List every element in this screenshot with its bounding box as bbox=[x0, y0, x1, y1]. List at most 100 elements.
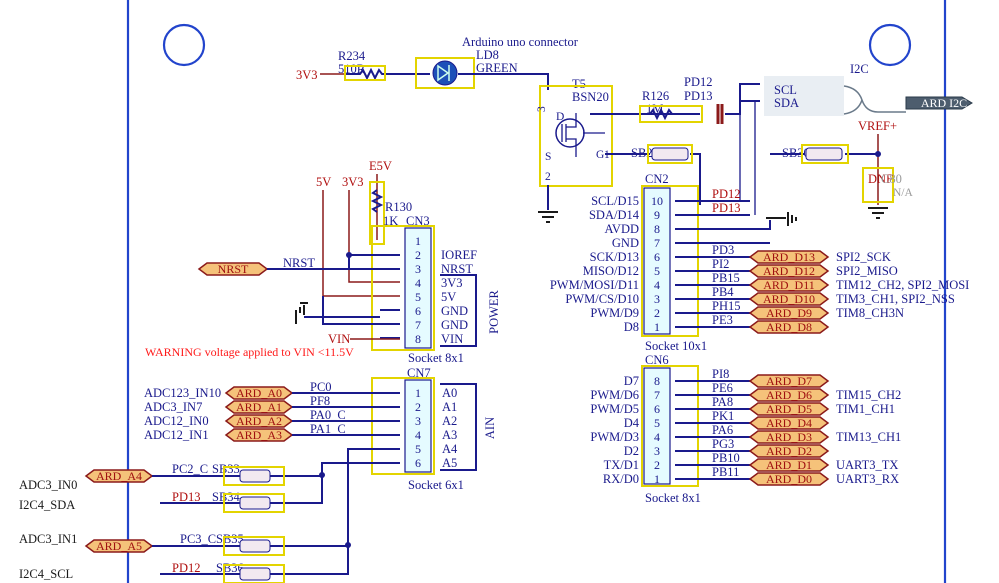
cn3-bracket bbox=[440, 274, 477, 347]
ard-d7-label: ARD_D7 bbox=[766, 374, 812, 388]
cn2-pin-1: 1 bbox=[654, 320, 660, 334]
cn2-pin-6: 6 bbox=[654, 250, 660, 264]
func-tim3-nss: TIM3_CH1, SPI2_NSS bbox=[836, 292, 955, 306]
cn2-ref: CN2 bbox=[645, 172, 669, 186]
mosfet-symbol bbox=[561, 113, 605, 157]
cn2-pin-4: 4 bbox=[654, 278, 660, 292]
net-pc3-c: PC3_C bbox=[180, 532, 216, 546]
signal-i2c4-sda: I2C4_SDA bbox=[19, 498, 75, 512]
cn6-label-d3: PWM/D3 bbox=[590, 430, 639, 444]
ard-d2-port[interactable] bbox=[748, 444, 830, 458]
cn2-net-pd13: PD13 bbox=[712, 201, 740, 215]
ard-d10-port[interactable] bbox=[748, 292, 830, 306]
cn6-net-pa6: PA6 bbox=[712, 423, 733, 437]
t5-pin-d: D bbox=[556, 111, 564, 123]
ard-i2c-port[interactable] bbox=[905, 96, 973, 110]
sb30-highlight bbox=[801, 144, 849, 164]
ard-d6-port[interactable] bbox=[748, 388, 830, 402]
cn6-pin-6: 6 bbox=[654, 402, 660, 416]
ld8-color: GREEN bbox=[476, 61, 518, 75]
ard-d11-port[interactable] bbox=[748, 278, 830, 292]
cn2-ports: ARD_D13 ARD_D12 ARD_D11 ARD_D10 ARD_D9 A… bbox=[748, 250, 830, 334]
cn3-left-wires bbox=[322, 296, 400, 339]
cn2-net-pb15: PB15 bbox=[712, 271, 740, 285]
cn6-pin-7: 7 bbox=[654, 388, 660, 402]
cn2-net-pd12: PD12 bbox=[712, 187, 740, 201]
cn7-pin-3: 3 bbox=[415, 414, 421, 428]
cn7-label-a0: A0 bbox=[442, 386, 457, 400]
cn7-label-a2: A2 bbox=[442, 414, 457, 428]
cn7-nets: PC0 PF8 PA0_C PA1_C bbox=[310, 380, 346, 436]
ard-d3-port[interactable] bbox=[748, 430, 830, 444]
signal-adc3-in7: ADC3_IN7 bbox=[144, 400, 202, 414]
ard-d13-port[interactable] bbox=[748, 250, 830, 264]
ard-d0-port[interactable] bbox=[748, 472, 830, 486]
cn6-net-pe6: PE6 bbox=[712, 381, 733, 395]
cn2-label-mosi-d11: PWM/MOSI/D11 bbox=[550, 278, 639, 292]
cn7-labels: A0 A1 A2 A3 A4 A5 bbox=[442, 386, 458, 470]
ard-a5-label: ARD_A5 bbox=[96, 539, 142, 553]
cn3-pin-7: 7 bbox=[415, 318, 421, 332]
net-pc2-c: PC2_C bbox=[172, 462, 208, 476]
ard-d9-label: ARD_D9 bbox=[766, 306, 812, 320]
ard-d4-label: ARD_D4 bbox=[766, 416, 812, 430]
cn2-functions: SPI2_SCK SPI2_MISO TIM12_CH2, SPI2_MOSI … bbox=[836, 250, 969, 320]
sb36-bridge bbox=[239, 567, 271, 581]
i2c-scl-label: SCL bbox=[774, 83, 797, 97]
cn6-label-d5: PWM/D5 bbox=[590, 402, 639, 416]
cn6-label-d7: D7 bbox=[624, 374, 639, 388]
cn7-pin-2: 2 bbox=[415, 400, 421, 414]
cn6-pin-4: 4 bbox=[654, 430, 660, 444]
cn2-pin-10: 10 bbox=[651, 194, 663, 208]
rail-vin: VIN bbox=[328, 332, 350, 346]
ard-d8-port[interactable] bbox=[748, 320, 830, 334]
cn2-label-avdd: AVDD bbox=[605, 222, 640, 236]
ard-d10-label: ARD_D10 bbox=[763, 292, 815, 306]
cn3-pin-6: 6 bbox=[415, 304, 421, 318]
cn2-pin-5: 5 bbox=[654, 264, 660, 278]
ard-d1-port[interactable] bbox=[748, 458, 830, 472]
cn6-net-pk1: PK1 bbox=[712, 409, 734, 423]
ard-i2c-port-label: ARD I2C bbox=[921, 96, 967, 110]
c80-value: N/A bbox=[893, 187, 914, 199]
net-pf8: PF8 bbox=[310, 394, 330, 408]
t5-highlight bbox=[539, 85, 613, 187]
c80-dnf: DNF bbox=[868, 172, 893, 186]
cn3-labels: IOREF NRST 3V3 5V GND GND VIN bbox=[441, 248, 477, 346]
cn3-ref: CN3 bbox=[406, 214, 430, 228]
cn7-ref: CN7 bbox=[407, 366, 431, 380]
func-tim8-ch3n: TIM8_CH3N bbox=[836, 306, 904, 320]
cn2-net-pd3: PD3 bbox=[712, 243, 734, 257]
ard-d5-label: ARD_D5 bbox=[766, 402, 812, 416]
cn2-label-sck-d13: SCK/D13 bbox=[590, 250, 639, 264]
ard-d11-label: ARD_D11 bbox=[763, 278, 815, 292]
sb35-ref: SB35 bbox=[216, 532, 244, 546]
cn7-pin-4: 4 bbox=[415, 428, 421, 442]
t5-pin3: 3 bbox=[536, 106, 548, 112]
i2c-label: I2C bbox=[850, 62, 869, 76]
ard-d12-port[interactable] bbox=[748, 264, 830, 278]
sb36-highlight bbox=[223, 564, 285, 583]
cn6-net-pb11: PB11 bbox=[712, 465, 739, 479]
cn2-label-scl-d15: SCL/D15 bbox=[591, 194, 639, 208]
ard-d7-port[interactable] bbox=[748, 374, 830, 388]
cn6-label-d0: RX/D0 bbox=[603, 472, 639, 486]
cn6-label-d1: TX/D1 bbox=[604, 458, 639, 472]
signal-adc123-in10: ADC123_IN10 bbox=[144, 386, 221, 400]
r130-highlight bbox=[369, 181, 385, 245]
cn7-pin-1: 1 bbox=[415, 386, 421, 400]
sb34-highlight bbox=[223, 493, 285, 513]
func-tim12-mosi: TIM12_CH2, SPI2_MOSI bbox=[836, 278, 969, 292]
ard-d9-port[interactable] bbox=[748, 306, 830, 320]
nrst-junction bbox=[346, 252, 352, 258]
ard-d4-port[interactable] bbox=[748, 416, 830, 430]
cn6-highlight bbox=[641, 365, 699, 487]
ground-icon-t5 bbox=[538, 211, 558, 223]
cn2-i2c-links bbox=[739, 84, 756, 215]
ard-d5-port[interactable] bbox=[748, 402, 830, 416]
cn7-group-ain: AIN bbox=[483, 417, 497, 439]
cn6-nets: PI8 PE6 PA8 PK1 PA6 PG3 PB10 PB11 bbox=[712, 367, 740, 479]
cn3-desc: Socket 8x1 bbox=[408, 351, 464, 365]
cn2-pin-8: 8 bbox=[654, 222, 660, 236]
